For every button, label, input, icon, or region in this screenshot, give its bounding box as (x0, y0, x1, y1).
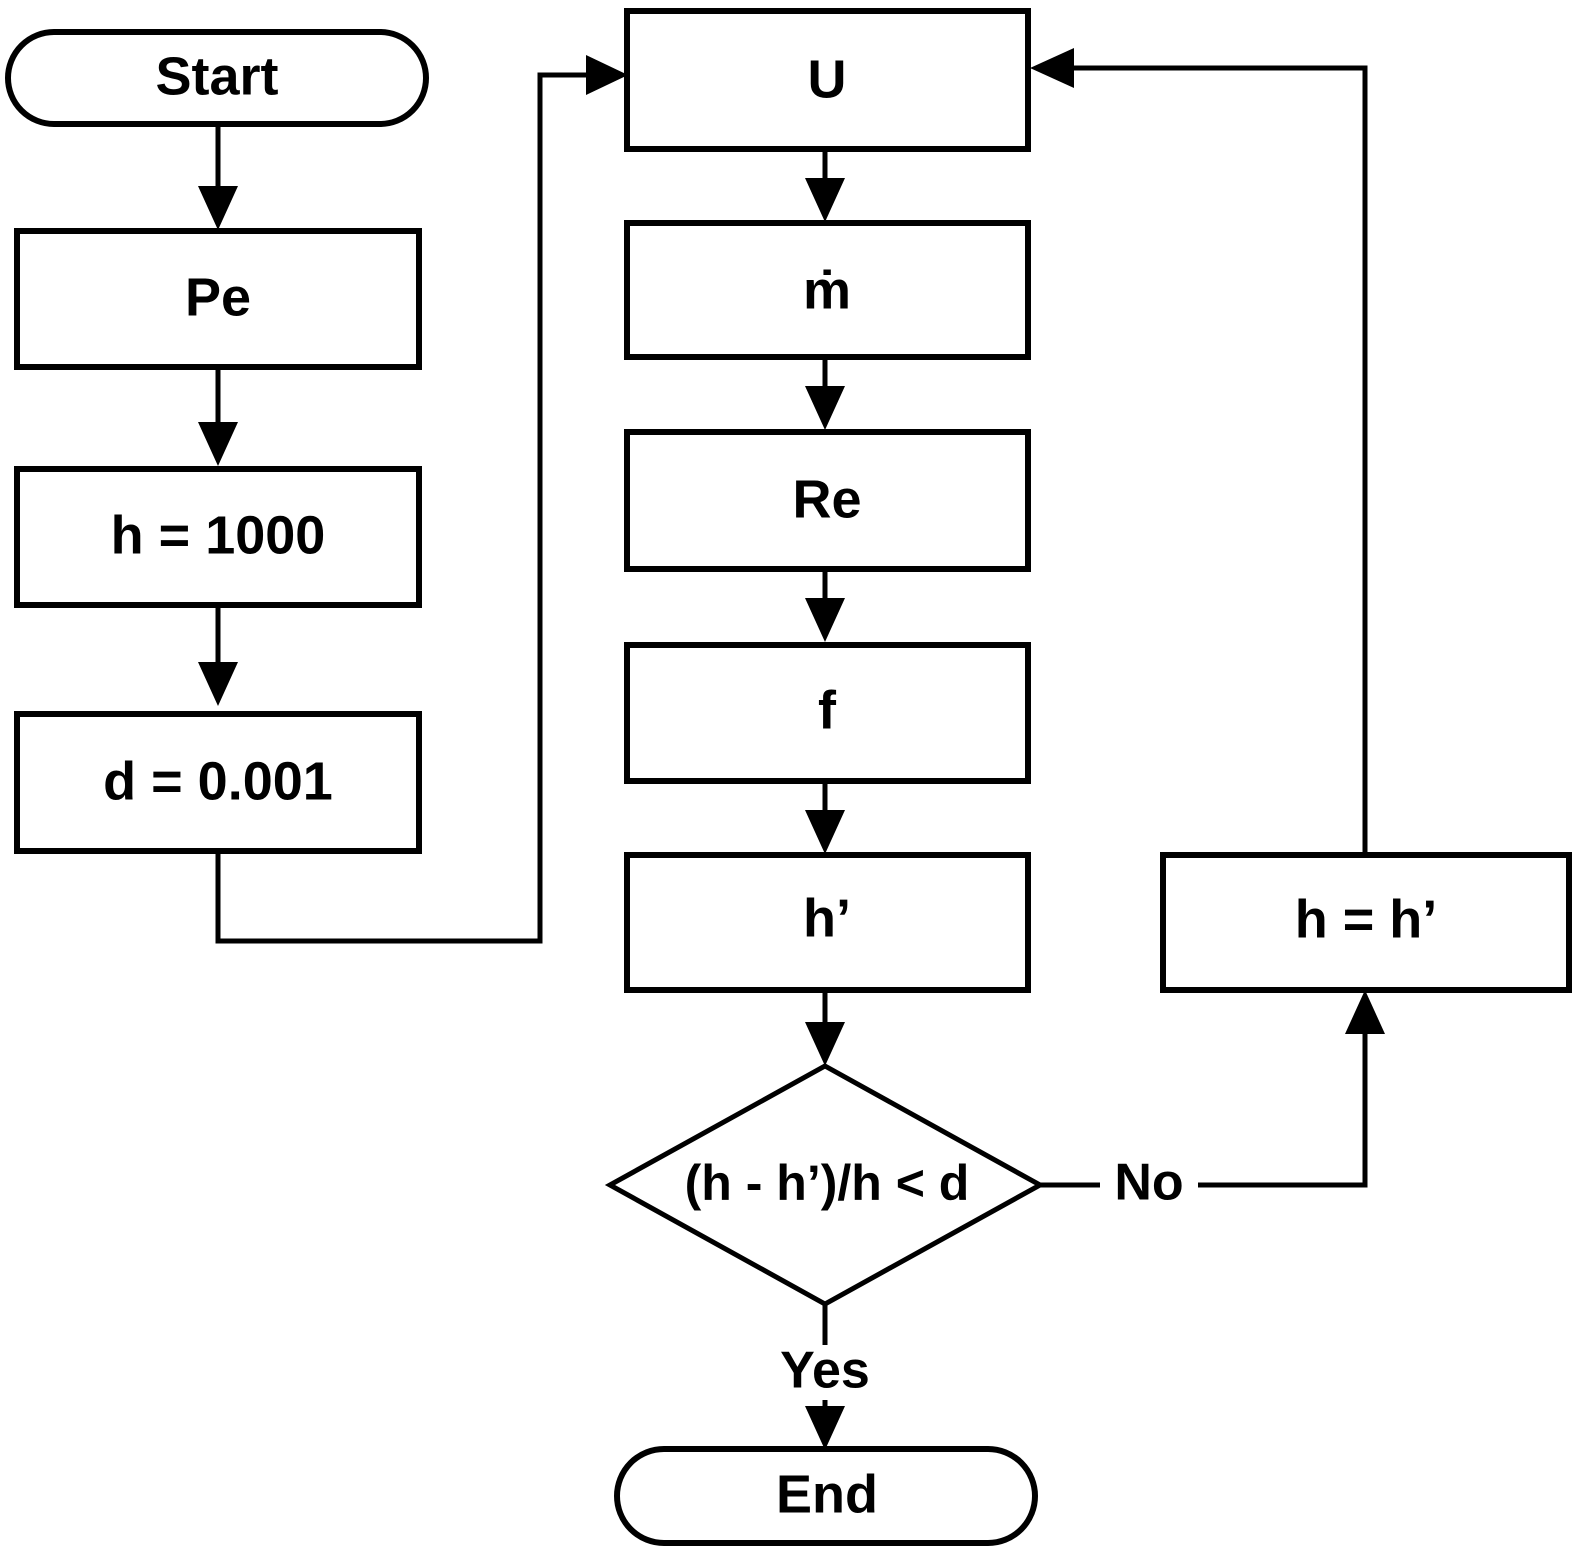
edge-pe-to-h-init (198, 368, 238, 466)
node-decision[interactable]: (h - h’)/h < d (604, 1063, 1046, 1307)
edge-d-init-to-u (215, 55, 628, 944)
node-h-init[interactable]: h = 1000 (14, 466, 422, 608)
node-mdot-label: ṁ (803, 260, 851, 320)
edge-decision-no-to-h-assign (1040, 990, 1385, 1188)
node-re-label: Re (792, 469, 861, 529)
node-d-init[interactable]: d = 0.001 (14, 711, 422, 854)
node-h-prime[interactable]: h’ (624, 852, 1031, 993)
edge-re-to-f (805, 570, 845, 642)
edge-label-yes: Yes (780, 1342, 870, 1400)
node-re[interactable]: Re (624, 429, 1031, 572)
node-f[interactable]: f (624, 642, 1031, 784)
node-end[interactable]: End (614, 1446, 1038, 1546)
node-h-assign[interactable]: h = h’ (1160, 852, 1572, 993)
node-h-assign-label: h = h’ (1295, 889, 1438, 949)
edge-label-no: No (1114, 1154, 1183, 1212)
edge-start-to-pe (198, 126, 238, 230)
node-start[interactable]: Start (5, 29, 429, 127)
node-u[interactable]: U (624, 8, 1031, 152)
node-decision-label: (h - h’)/h < d (685, 1155, 970, 1211)
edge-f-to-h-prime (805, 782, 845, 854)
node-mdot[interactable]: ṁ (624, 220, 1031, 360)
node-start-label: Start (155, 46, 278, 106)
node-h-init-label: h = 1000 (111, 505, 326, 565)
node-pe[interactable]: Pe (14, 228, 422, 370)
edge-u-to-mdot (805, 150, 845, 222)
edge-decision-yes-to-end (805, 1305, 845, 1450)
node-f-label: f (818, 680, 837, 740)
edge-h-assign-to-u (1030, 48, 1368, 854)
edge-mdot-to-re (805, 358, 845, 430)
edge-h-init-to-d-init (198, 606, 238, 706)
node-end-label: End (776, 1464, 878, 1524)
node-pe-label: Pe (185, 267, 251, 327)
node-d-init-label: d = 0.001 (103, 751, 333, 811)
node-h-prime-label: h’ (803, 888, 851, 948)
node-u-label: U (808, 49, 847, 109)
edge-h-prime-to-decision (805, 990, 845, 1066)
